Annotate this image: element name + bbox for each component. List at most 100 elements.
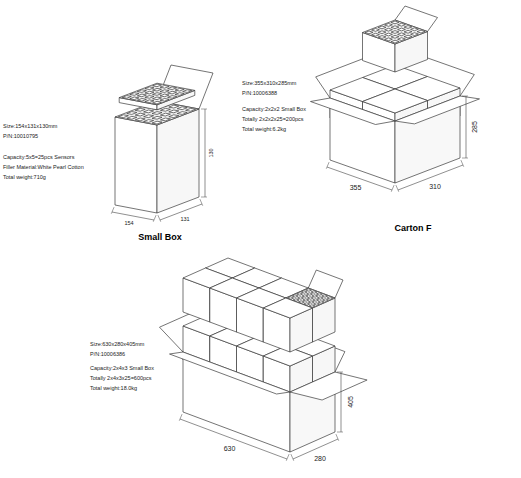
sensor-cell	[153, 97, 162, 100]
sensor-cell	[122, 96, 131, 99]
spec-text: Totally 2x4x3x25=600pcs	[90, 376, 152, 382]
dimension-line	[180, 419, 287, 459]
sensor-cell	[137, 94, 146, 97]
sensor-cell	[372, 33, 380, 36]
sensor-cell	[160, 90, 169, 93]
spec-text: Size:630x280x405mm	[90, 342, 144, 348]
sensor-cell	[391, 31, 399, 34]
sensor-cell	[404, 26, 412, 29]
sensor-cell	[398, 38, 406, 41]
spec-text: Size:154x131x130mm	[3, 124, 57, 130]
sensor-cell	[378, 31, 386, 34]
sensor-cell	[153, 93, 162, 96]
sensor-cell	[314, 303, 320, 305]
sensor-cell	[391, 26, 399, 29]
spec-text: Capacity:2x2x2 Small Box	[242, 107, 306, 113]
box-top	[363, 89, 428, 113]
dimension-extension	[291, 454, 294, 461]
dimension-line	[205, 109, 206, 197]
dimension-extension	[391, 185, 394, 192]
dimension-extension	[201, 109, 207, 110]
sensor-cell	[135, 108, 145, 111]
sensor-cell	[168, 96, 177, 99]
sensor-cell	[308, 301, 314, 303]
sensor-cell	[391, 21, 399, 24]
sensor-cell	[160, 94, 169, 97]
spec-text: Size:355x310x285mm	[242, 81, 296, 87]
sensor-cell	[135, 113, 145, 116]
sensor-cell	[145, 87, 154, 90]
spec-text: Total weight:6.2kg	[242, 127, 286, 133]
dimension-label: 130	[209, 147, 215, 158]
sensor-cell	[160, 108, 170, 111]
dimension-line	[341, 372, 342, 432]
dimension-label: 630	[223, 445, 237, 452]
sensor-cell	[130, 97, 139, 100]
carton-flap	[311, 98, 396, 125]
sensor-cell	[175, 93, 184, 96]
sensor-cell	[316, 293, 322, 295]
dimension-label: 154	[123, 221, 134, 227]
sensor-cell	[177, 107, 187, 110]
sensor-cell	[127, 116, 137, 119]
spec-text: P/N:10006386	[90, 352, 125, 358]
sensor-cell	[385, 24, 393, 27]
sensor-cell	[398, 23, 406, 26]
sensor-cell	[152, 121, 162, 124]
spec-text: Total weight:710g	[3, 175, 46, 181]
spec-text: P/N:10010795	[3, 134, 38, 140]
sensor-cell	[144, 110, 154, 113]
sensor-cell	[385, 28, 393, 31]
sensor-cell	[160, 99, 169, 102]
dimension-extension	[158, 215, 161, 222]
figure-title: Small Box	[138, 233, 182, 242]
box-lid	[157, 65, 213, 109]
dimension-extension	[286, 454, 289, 461]
sensor-cell	[313, 299, 319, 301]
sensor-cell	[183, 90, 192, 93]
sensor-cell	[169, 105, 179, 108]
sensor-cell	[312, 295, 318, 297]
sensor-cell	[297, 293, 303, 295]
box-top	[363, 20, 428, 44]
dimension-label: 131	[179, 217, 190, 223]
spec-text: Totally 2x2x2x25=200pcs	[242, 117, 304, 123]
sensor-cell	[417, 30, 425, 33]
sensor-cell	[135, 118, 145, 121]
sensor-cell	[323, 299, 329, 301]
sensor-cell	[306, 289, 312, 291]
sensor-cell	[152, 112, 162, 115]
sensor-cell	[391, 40, 399, 43]
sensor-cell	[127, 112, 137, 115]
spec-text: Filler Material:White Pearl Cotton	[3, 165, 84, 171]
dimension-extension	[111, 207, 114, 214]
carton-flap	[290, 372, 367, 400]
sensor-cell	[301, 291, 307, 293]
dimension-label: 310	[428, 183, 442, 190]
sensor-cell	[160, 118, 170, 121]
spec-text: Capacity:5x5=25pcs Sensors	[3, 155, 74, 161]
sensor-cell	[144, 120, 154, 123]
spec-text: Capacity:2x4x3 Small Box	[90, 366, 154, 372]
sensor-cell	[372, 29, 380, 32]
dimension-extension	[153, 215, 156, 222]
box-top	[119, 83, 195, 105]
sensor-cell	[378, 36, 386, 39]
sensor-cell	[175, 88, 184, 91]
sensor-cell	[398, 28, 406, 31]
sensor-cell	[169, 115, 179, 118]
sensor-cell	[298, 297, 304, 299]
box-face	[157, 109, 199, 213]
sensor-cell	[385, 38, 393, 41]
dimension-line	[466, 96, 467, 158]
box-face	[313, 298, 336, 342]
dimension-line	[327, 167, 392, 190]
sensor-cell	[391, 35, 399, 38]
sensor-cell	[404, 30, 412, 33]
sensor-cell	[145, 100, 154, 103]
dimension-extension	[396, 185, 399, 192]
sensor-cell	[153, 101, 162, 104]
dimension-label: 285	[471, 120, 478, 134]
carton-face	[183, 352, 290, 452]
dimension-label: 280	[313, 455, 327, 462]
